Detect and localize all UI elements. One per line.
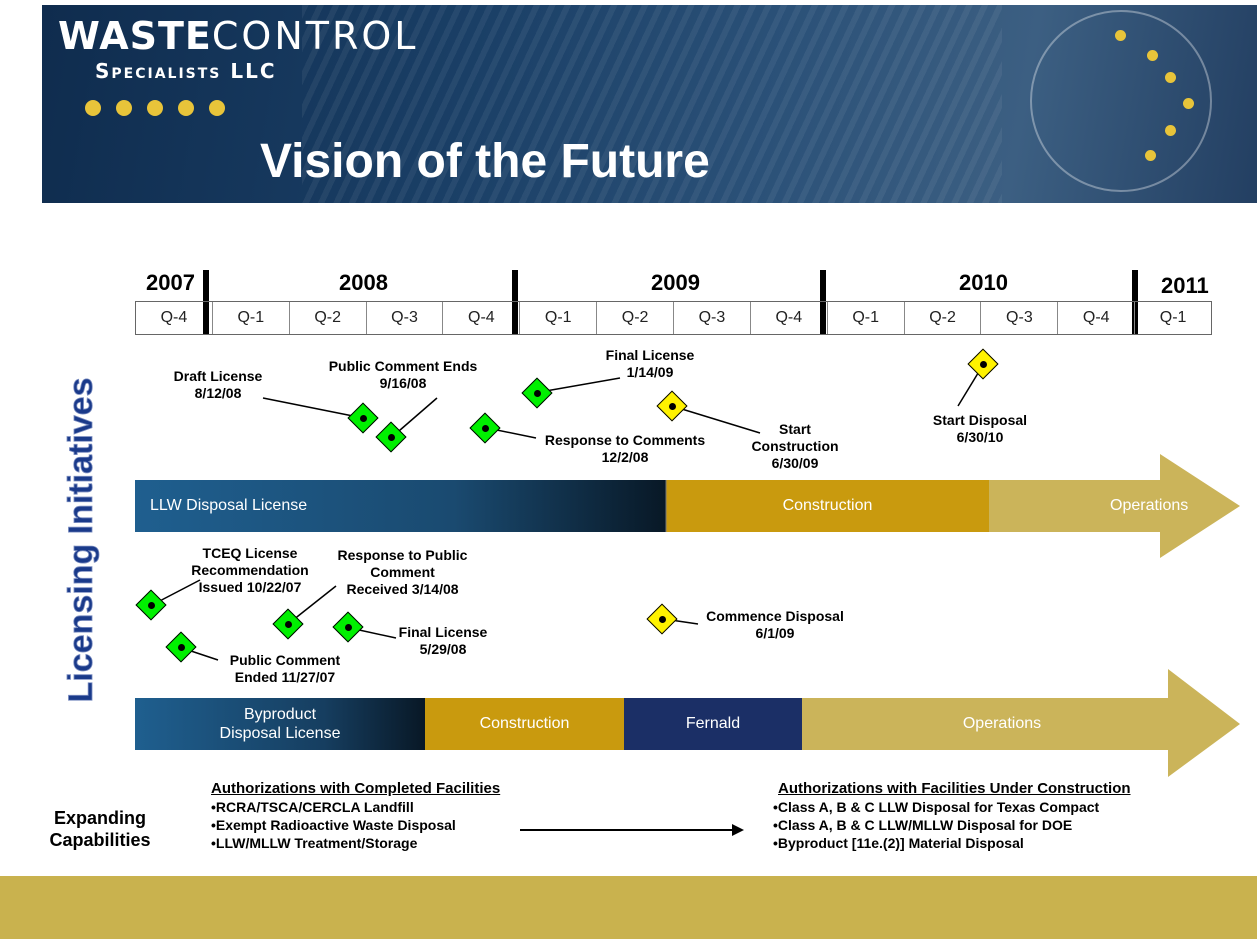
quarter-cell: Q-4: [1058, 302, 1136, 334]
header-texture: [302, 5, 1002, 203]
milestone-dot: [980, 361, 987, 368]
list-item: •Byproduct [11e.(2)] Material Disposal: [773, 835, 1024, 851]
dot-icon: [1147, 50, 1158, 61]
year-divider: [820, 270, 826, 335]
dot-icon: [1165, 72, 1176, 83]
logo-circle-icon: [1030, 10, 1212, 192]
construction-heading: Authorizations with Facilities Under Con…: [778, 780, 1131, 797]
year-label: 2009: [651, 270, 700, 295]
quarter-cell: Q-3: [981, 302, 1059, 334]
dot-icon: [1115, 30, 1126, 41]
quarter-cell: Q-1: [520, 302, 598, 334]
quarter-cell: Q-2: [905, 302, 982, 334]
milestone-dot: [388, 434, 395, 441]
vertical-title-text: Licensing Initiatives: [62, 378, 100, 703]
dot-icon: [1183, 98, 1194, 109]
year-label: 2008: [339, 270, 388, 295]
year-label: 2007: [146, 270, 195, 295]
milestone-dot: [360, 415, 367, 422]
logo-wordmark: WASTECONTROL: [58, 14, 418, 58]
right-arrow-icon: [520, 824, 744, 836]
dot-icon: [116, 100, 132, 116]
segment-construction: Construction: [782, 497, 873, 514]
quarter-cell: Q-2: [597, 302, 675, 334]
logo-subtitle: Specialists LLC: [95, 59, 277, 83]
byproduct-arrow: [135, 669, 1240, 777]
milestone-dot: [482, 425, 489, 432]
dot-icon: [209, 100, 225, 116]
year-divider: [512, 270, 518, 335]
year-label: 2011: [1161, 273, 1209, 298]
dot-icon: [147, 100, 163, 116]
quarter-cell: Q-2: [290, 302, 367, 334]
segment-operations: Operations: [1110, 497, 1189, 514]
list-item: •RCRA/TSCA/CERCLA Landfill: [211, 799, 414, 815]
milestone-dot: [345, 624, 352, 631]
construction-list: •Class A, B & C LLW Disposal for Texas C…: [773, 798, 1099, 852]
llw-arrow: [135, 454, 1240, 558]
completed-heading: Authorizations with Completed Facilities: [211, 780, 501, 797]
dot-icon: [1145, 150, 1156, 161]
segment-operations: Operations: [962, 715, 1042, 732]
quarter-cell: Q-1: [213, 302, 290, 334]
dot-icon: [85, 100, 101, 116]
footer-bar: [0, 876, 1257, 939]
list-item: •Exempt Radioactive Waste Disposal: [211, 817, 456, 833]
dot-icon: [178, 100, 194, 116]
logo-waste: WASTE: [58, 14, 212, 58]
segment-llw-license: LLW Disposal License: [150, 497, 308, 514]
quarter-row: Q-4 Q-1 Q-2 Q-3 Q-4 Q-1 Q-2 Q-3 Q-4 Q-1 …: [135, 301, 1212, 335]
quarter-cell: Q-1: [828, 302, 905, 334]
vertical-title: Licensing Initiatives: [62, 377, 101, 703]
quarter-cell: Q-4: [751, 302, 828, 334]
quarter-cell: Q-1: [1159, 309, 1187, 326]
list-item: •Class A, B & C LLW/MLLW Disposal for DO…: [773, 817, 1073, 833]
list-item: •LLW/MLLW Treatment/Storage: [211, 835, 418, 851]
quarter-cell: Q-4: [443, 302, 521, 334]
milestone-dot: [178, 644, 185, 651]
milestone-dot: [285, 621, 292, 628]
year-divider: [203, 270, 209, 335]
completed-list: •RCRA/TSCA/CERCLA Landfill •Exempt Radio…: [211, 798, 456, 852]
logo-dots: [85, 100, 240, 121]
list-item: •Class A, B & C LLW Disposal for Texas C…: [773, 799, 1100, 815]
milestone-dot: [659, 616, 666, 623]
quarter-cell: Q-3: [367, 302, 444, 334]
logo-control: CONTROL: [211, 14, 419, 58]
dot-icon: [1165, 125, 1176, 136]
milestone-dot: [669, 403, 676, 410]
year-label: 2010: [959, 270, 1008, 295]
quarter-cell: Q-3: [674, 302, 751, 334]
segment-fernald: Fernald: [685, 715, 741, 732]
page-title: Vision of the Future: [260, 135, 710, 188]
segment-construction: Construction: [479, 715, 570, 732]
milestone-dot: [534, 390, 541, 397]
quarter-cell: Q-4: [136, 302, 213, 334]
milestone-dot: [148, 602, 155, 609]
